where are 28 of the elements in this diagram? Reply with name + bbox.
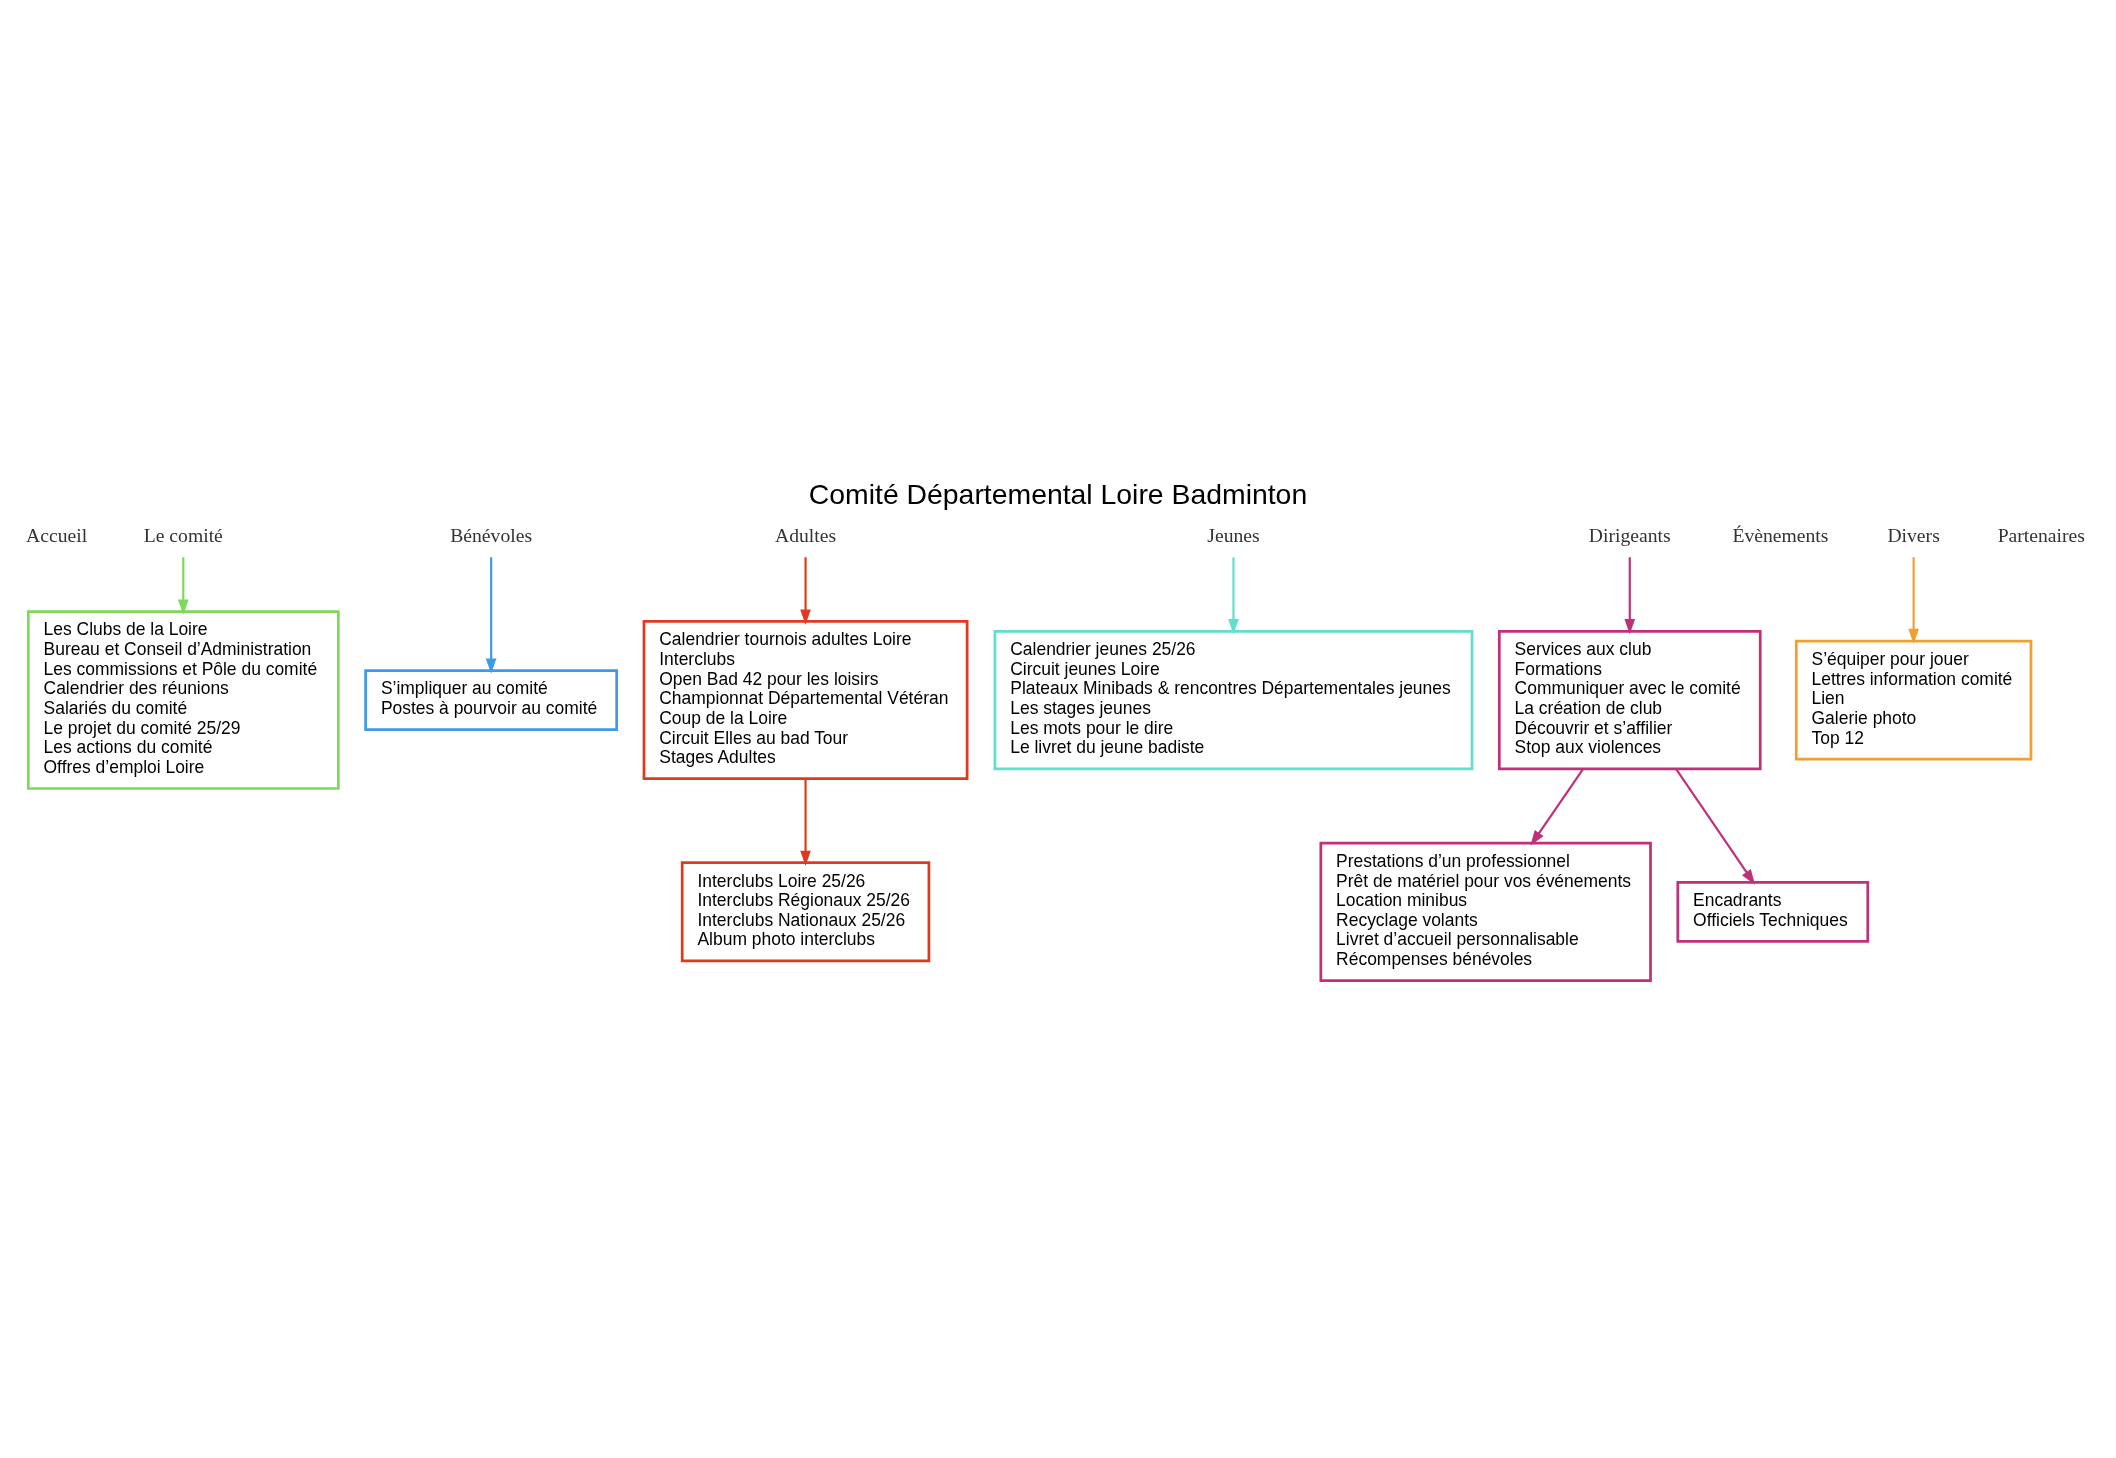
node-text: Jeunes (1207, 524, 1260, 547)
node-text: Évènements (1732, 524, 1829, 547)
arrow (800, 557, 811, 625)
node-text: Divers (1887, 524, 1940, 547)
diagram-title: Comité Départemental Loire Badminton (808, 478, 1308, 511)
node-text: Partenaires (1997, 524, 2085, 547)
node-box: Services aux club Formations Communiquer avec le comité La création de club Découvrir et s’affilier Stop aux violences (1497, 629, 1762, 771)
arrow (1228, 557, 1239, 635)
node-box: Les Clubs de la Loire Bureau et Conseil d’Administration Les commissions et Pôle du comité Calendrier des réunions Salariés du comité Le projet du comité 25/29 Les actions du comité Offres d’emploi Loire (26, 610, 340, 790)
node-text: Adultes (774, 524, 837, 547)
node-box: Calendrier tournois adultes Loire Interclubs Open Bad 42 pour les loisirs Championnat Départemental Vétéran Coup de la Loire Circuit Elles au bad Tour Stages Adultes (642, 620, 969, 781)
node-text: Accueil (26, 524, 88, 547)
arrow (800, 778, 811, 866)
arrow (1675, 768, 1756, 885)
arrow (1624, 557, 1636, 635)
node-box: S’impliquer au comité Postes à pourvoir au comité (364, 669, 619, 731)
node-text: Dirigeants (1588, 524, 1671, 547)
node-box: S’équiper pour jouer Lettres information comité Lien Galerie photo Top 12 (1794, 639, 2033, 761)
arrow (1530, 768, 1585, 846)
arrow (1908, 557, 1919, 645)
node-box: Interclubs Loire 25/26 Interclubs Régionaux 25/26 Interclubs Nationaux 25/26 Album photo interclubs (680, 861, 931, 963)
arrow (485, 557, 497, 674)
node-text: Bénévoles (450, 524, 533, 547)
arrow (177, 557, 189, 615)
node-box: Prestations d’un professionnel Prêt de matériel pour vos événements Location minibus Recyclage volants Livret d’accueil personnalisable Récompenses bénévoles (1319, 841, 1652, 982)
node-box: Encadrants Officiels Techniques (1676, 881, 1870, 943)
node-text: Le comité (143, 524, 223, 547)
node-box: Calendrier jeunes 25/26 Circuit jeunes Loire Plateaux Minibads & rencontres Départementales jeunes Les stages jeunes Les mots pour le dire Le livret du jeune badiste (993, 629, 1474, 771)
